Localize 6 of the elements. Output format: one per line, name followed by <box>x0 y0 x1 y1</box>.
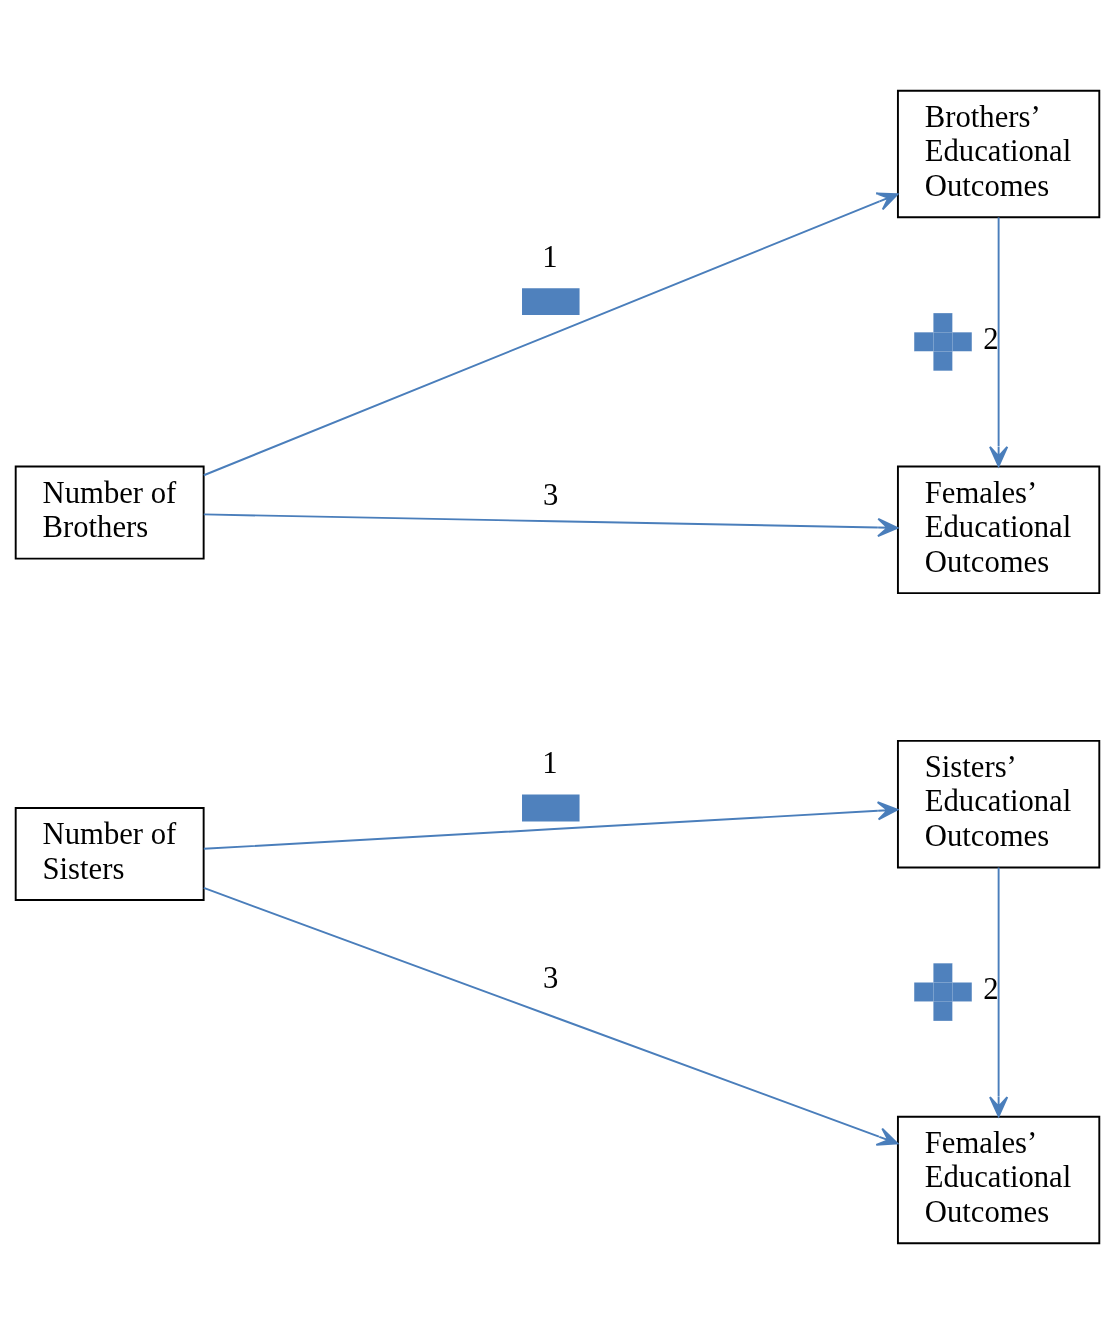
edge-label: 1 <box>542 746 558 781</box>
edge-label: 3 <box>543 477 559 512</box>
edge-label: 1 <box>542 239 558 274</box>
edge-label: 2 <box>983 322 999 357</box>
edge-label: 3 <box>543 960 559 995</box>
edge-label: 2 <box>983 972 999 1007</box>
